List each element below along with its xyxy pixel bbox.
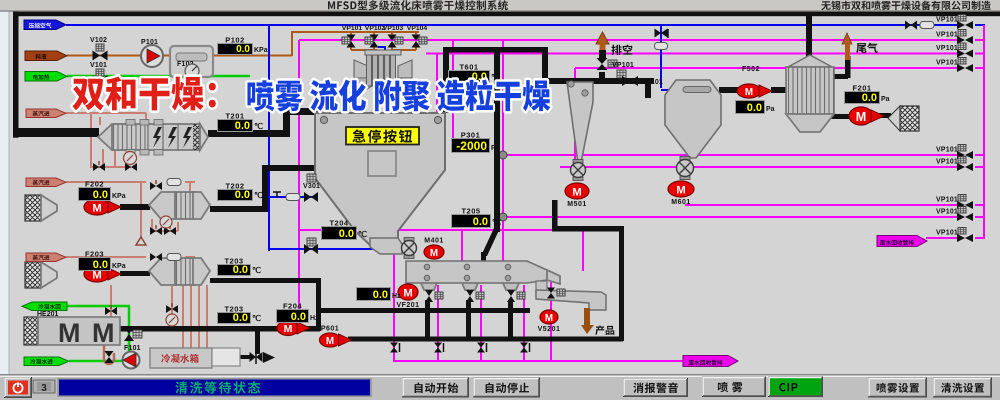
svg-text:VP101: VP101 bbox=[936, 17, 958, 24]
svg-text:M501: M501 bbox=[567, 201, 587, 208]
svg-text:Hz: Hz bbox=[310, 315, 319, 322]
svg-text:0.0: 0.0 bbox=[235, 189, 250, 201]
svg-text:F102: F102 bbox=[177, 61, 194, 68]
svg-text:0.0: 0.0 bbox=[236, 44, 250, 55]
svg-text:Pa: Pa bbox=[766, 106, 775, 113]
svg-text:℃: ℃ bbox=[254, 122, 263, 131]
svg-text:0.0: 0.0 bbox=[339, 228, 354, 240]
svg-text:VP101: VP101 bbox=[936, 159, 958, 166]
svg-text:P102: P102 bbox=[225, 36, 245, 45]
svg-text:M: M bbox=[745, 87, 753, 98]
svg-text:P101: P101 bbox=[141, 39, 158, 46]
svg-text:T203: T203 bbox=[224, 305, 243, 314]
svg-text:VP101: VP101 bbox=[936, 197, 958, 204]
svg-text:M: M bbox=[430, 248, 438, 259]
svg-text:-2000: -2000 bbox=[456, 139, 487, 153]
svg-text:T601: T601 bbox=[459, 63, 478, 72]
svg-text:0.0: 0.0 bbox=[747, 102, 762, 114]
svg-text:VP101: VP101 bbox=[936, 32, 958, 39]
svg-text:T201: T201 bbox=[225, 112, 244, 121]
svg-text:F502: F502 bbox=[742, 66, 760, 73]
svg-text:VP101: VP101 bbox=[936, 147, 958, 154]
svg-text:HE201: HE201 bbox=[37, 311, 59, 318]
svg-text:0.0: 0.0 bbox=[233, 312, 248, 324]
svg-text:V102: V102 bbox=[90, 37, 107, 44]
svg-text:0.0: 0.0 bbox=[373, 289, 388, 301]
svg-text:VP101: VP101 bbox=[612, 62, 634, 69]
svg-text:Hz: Hz bbox=[392, 293, 401, 300]
svg-text:M601: M601 bbox=[671, 199, 691, 206]
svg-text:VP101: VP101 bbox=[342, 25, 363, 32]
svg-text:F204: F204 bbox=[283, 302, 302, 311]
svg-text:VP104: VP104 bbox=[407, 25, 428, 32]
svg-text:T202: T202 bbox=[225, 182, 244, 191]
svg-text:VP101: VP101 bbox=[936, 230, 958, 237]
svg-text:M: M bbox=[58, 318, 81, 348]
svg-text:M: M bbox=[676, 184, 685, 196]
svg-text:KPa: KPa bbox=[112, 263, 126, 270]
svg-text:V301: V301 bbox=[303, 183, 320, 190]
svg-text:℃: ℃ bbox=[252, 266, 261, 275]
svg-text:V101: V101 bbox=[90, 62, 107, 69]
svg-text:M: M bbox=[92, 318, 115, 348]
svg-text:F203: F203 bbox=[85, 250, 104, 259]
svg-text:℃: ℃ bbox=[358, 230, 367, 239]
svg-text:VP101: VP101 bbox=[936, 60, 958, 67]
svg-text:KPa: KPa bbox=[254, 47, 268, 54]
svg-text:Pa: Pa bbox=[881, 96, 890, 103]
svg-text:VP102: VP102 bbox=[365, 25, 386, 32]
svg-text:V5201: V5201 bbox=[538, 326, 561, 333]
svg-text:F201: F201 bbox=[852, 84, 871, 93]
svg-text:F202: F202 bbox=[85, 180, 104, 189]
svg-text:M: M bbox=[92, 202, 101, 214]
svg-text:0.0: 0.0 bbox=[233, 264, 248, 276]
svg-text:KPa: KPa bbox=[112, 193, 126, 200]
svg-text:0.0: 0.0 bbox=[235, 120, 250, 132]
svg-text:T204: T204 bbox=[329, 219, 348, 228]
svg-text:M: M bbox=[403, 287, 412, 299]
svg-text:M: M bbox=[545, 313, 553, 324]
svg-text:P301: P301 bbox=[461, 131, 481, 140]
svg-text:0.0: 0.0 bbox=[473, 216, 488, 228]
svg-text:3: 3 bbox=[41, 383, 47, 394]
svg-text:VP101: VP101 bbox=[936, 209, 958, 216]
svg-text:VP101: VP101 bbox=[641, 79, 663, 86]
svg-text:0.0: 0.0 bbox=[93, 189, 108, 201]
svg-text:VP101: VP101 bbox=[936, 45, 958, 52]
svg-text:M: M bbox=[856, 110, 867, 124]
svg-text:0.0: 0.0 bbox=[93, 259, 108, 271]
svg-text:F101: F101 bbox=[124, 345, 141, 352]
svg-text:0.0: 0.0 bbox=[862, 92, 877, 104]
svg-text:M: M bbox=[92, 269, 101, 281]
svg-text:M: M bbox=[326, 336, 334, 347]
svg-text:Pa: Pa bbox=[491, 145, 500, 152]
svg-text:M401: M401 bbox=[424, 238, 444, 245]
svg-text:0.0: 0.0 bbox=[291, 311, 306, 323]
svg-text:M: M bbox=[572, 186, 581, 198]
svg-text:M: M bbox=[284, 323, 293, 335]
svg-text:VF201: VF201 bbox=[396, 302, 419, 309]
svg-text:T205: T205 bbox=[461, 207, 480, 216]
svg-text:℃: ℃ bbox=[492, 218, 501, 227]
svg-text:T203: T203 bbox=[224, 257, 243, 266]
svg-text:℃: ℃ bbox=[491, 73, 500, 82]
svg-text:VP103: VP103 bbox=[383, 25, 404, 32]
svg-text:P601: P601 bbox=[321, 326, 339, 333]
svg-text:℃: ℃ bbox=[254, 191, 263, 200]
svg-text:℃: ℃ bbox=[252, 314, 261, 323]
